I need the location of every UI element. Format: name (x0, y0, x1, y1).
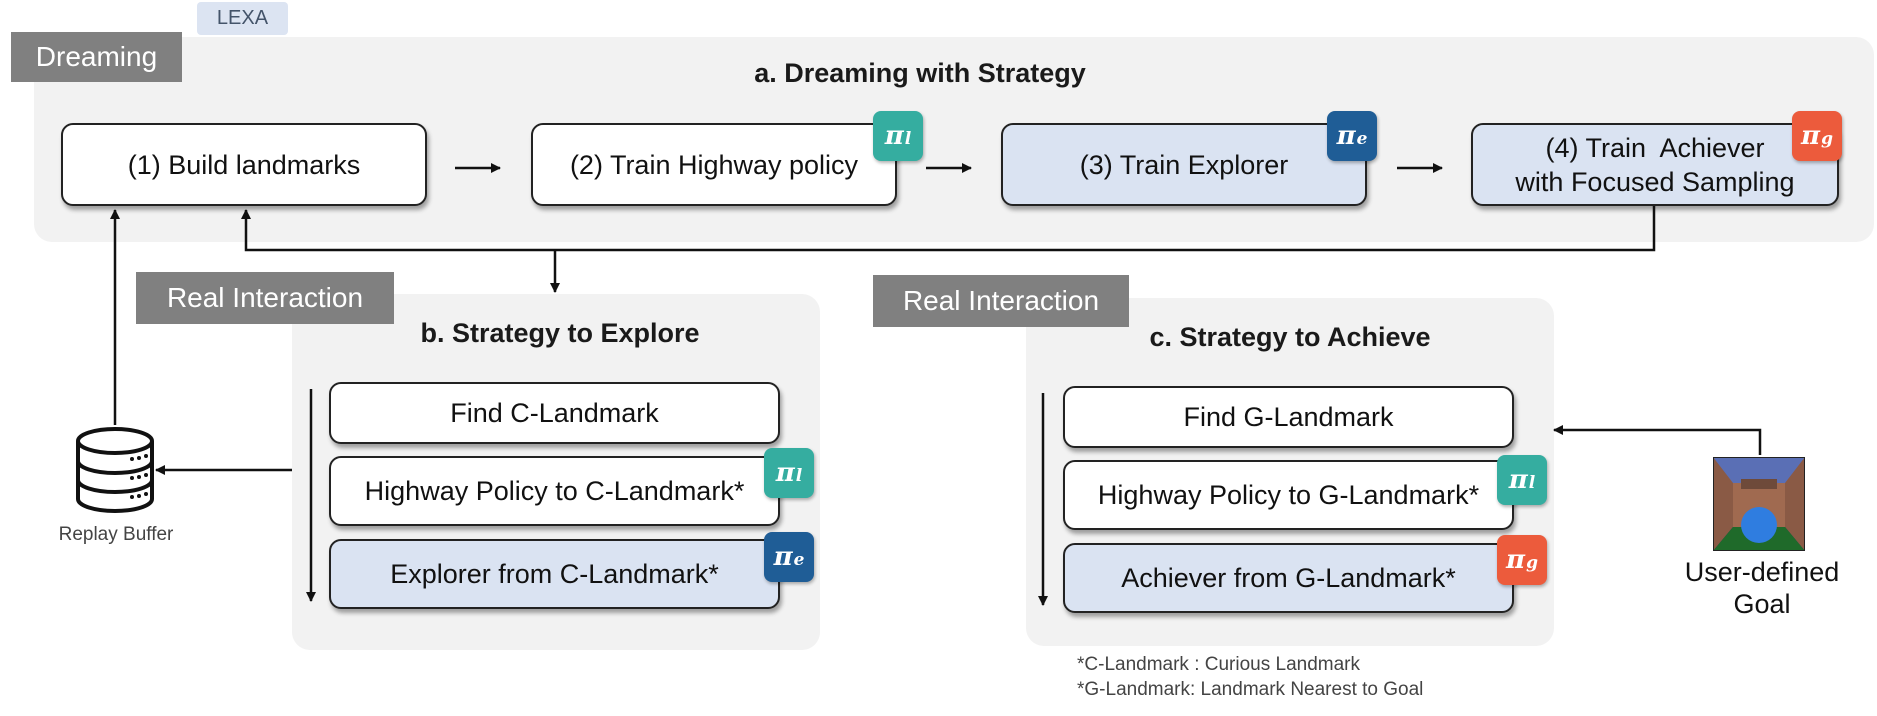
find-g-landmark-label: Find G-Landmark (1183, 402, 1394, 432)
database-icon (76, 427, 154, 513)
step-train-explorer-label: (3) Train Explorer (1079, 149, 1289, 180)
goal-label: User-defined Goal (1672, 556, 1852, 620)
highway-to-g-landmark-box: Highway Policy to G-Landmark* (1063, 460, 1514, 530)
step-train-highway-policy: (2) Train Highway policy (531, 123, 897, 206)
footnote-c-landmark: *C-Landmark : Curious Landmark (1077, 654, 1361, 675)
footnote-g-landmark: *G-Landmark: Landmark Nearest to Goal (1077, 679, 1424, 700)
highway-to-g-landmark-label: Highway Policy to G-Landmark* (1097, 480, 1480, 510)
explore-tag: Real Interaction (136, 272, 394, 324)
find-c-landmark-label: Find C-Landmark (450, 398, 659, 428)
lexa-label: LEXA (197, 2, 288, 35)
dreaming-tag: Dreaming (11, 32, 182, 82)
dreaming-title: a. Dreaming with Strategy (754, 58, 1086, 88)
step-train-achiever: (4) Train Achiever with Focused Sampling (1471, 123, 1839, 206)
highway-to-c-landmark-box: Highway Policy to C-Landmark* (329, 456, 780, 526)
step-build-landmarks: (1) Build landmarks (61, 123, 427, 206)
explorer-from-c-landmark-box: Explorer from C-Landmark* (329, 539, 780, 609)
explorer-from-c-landmark-label: Explorer from C-Landmark* (390, 559, 719, 589)
step-train-explorer: (3) Train Explorer (1001, 123, 1367, 206)
highway-to-c-landmark-label: Highway Policy to C-Landmark* (364, 476, 745, 506)
goal-label-line2: Goal (1733, 589, 1791, 619)
find-c-landmark-box: Find C-Landmark (329, 382, 780, 444)
step-train-achiever-line2: with Focused Sampling (1515, 166, 1795, 197)
arrow-goal-to-find-g-landmark (1553, 425, 1762, 455)
explore-title: b. Strategy to Explore (420, 318, 700, 348)
arrow-step4-loop-to-step1 (241, 206, 1656, 252)
replay-buffer-label: Replay Buffer (58, 524, 174, 545)
goal-image (1713, 457, 1805, 551)
achieve-tag: Real Interaction (873, 275, 1129, 327)
find-g-landmark-box: Find G-Landmark (1063, 386, 1514, 448)
step-train-highway-policy-label: (2) Train Highway policy (569, 149, 859, 180)
achiever-from-g-landmark-box: Achiever from G-Landmark* (1063, 543, 1514, 613)
step-build-landmarks-label: (1) Build landmarks (127, 149, 361, 180)
step-train-achiever-line1: (4) Train Achiever (1545, 132, 1765, 163)
achiever-from-g-landmark-label: Achiever from G-Landmark* (1121, 563, 1456, 593)
goal-label-line1: User-defined (1684, 557, 1840, 587)
achieve-title: c. Strategy to Achieve (1149, 322, 1431, 352)
